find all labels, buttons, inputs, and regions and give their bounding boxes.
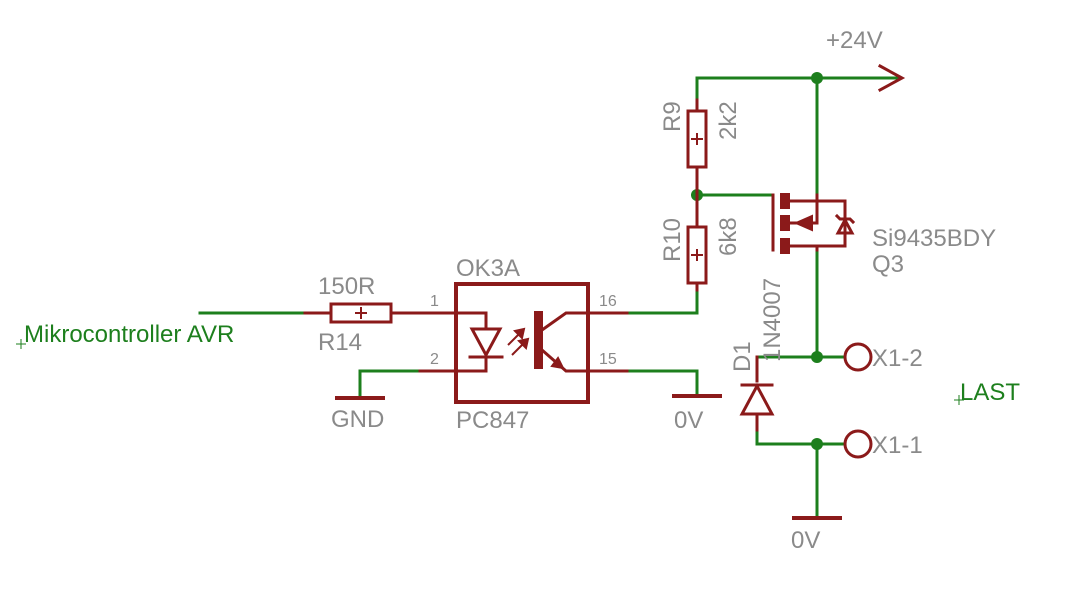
ok3a-name: OK3A	[456, 255, 520, 282]
d1-value: 1N4007	[759, 278, 786, 362]
r9-value: 2k2	[715, 101, 742, 140]
ok3a-pin-15: 15	[599, 351, 617, 368]
junctions	[691, 72, 823, 450]
wire-pin16-r10	[625, 288, 699, 315]
resistor-r10	[686, 193, 708, 292]
junction-rail	[811, 72, 823, 84]
r10-value: 6k8	[715, 217, 742, 256]
resistor-r9	[686, 98, 708, 197]
r9-name: R9	[659, 101, 686, 132]
wire-24v-rail	[695, 76, 902, 102]
q3-name: Q3	[872, 251, 904, 278]
q3-value: Si9435BDY	[872, 225, 996, 252]
origin-cross-load	[954, 395, 964, 405]
r10-name: R10	[659, 218, 686, 262]
ground-gnd-label: GND	[331, 406, 384, 433]
supply-24v-label: +24V	[826, 27, 883, 54]
r14-value: 150R	[318, 273, 375, 300]
junction-x1-1	[811, 438, 823, 450]
wires	[198, 76, 902, 520]
ok3a-pin-1: 1	[430, 293, 439, 310]
mosfet-q3	[771, 193, 856, 254]
connector-x1-2	[843, 342, 873, 372]
wire-pin15-0v	[625, 369, 699, 398]
ground-0v-mid-label: 0V	[674, 407, 703, 434]
wire-gnd-pin2	[358, 369, 422, 400]
d1-name: D1	[729, 341, 756, 372]
ground-0v-right-label: 0V	[791, 527, 820, 554]
junction-x1-2	[811, 351, 823, 363]
r14-name: R14	[318, 329, 362, 356]
net-label-load: LAST	[960, 379, 1020, 406]
supply-24v-arrow	[877, 63, 906, 93]
x1-1-label: X1-1	[872, 432, 923, 459]
diode-d1	[739, 355, 775, 432]
optocoupler-ok3a	[418, 282, 629, 404]
ok3a-pin-16: 16	[599, 293, 617, 310]
resistor-r14	[303, 302, 458, 324]
net-label-input: Mikrocontroller AVR	[24, 321, 234, 348]
wire-x1-1	[755, 428, 847, 446]
origin-cross-input	[16, 339, 26, 349]
connector-x1-1	[843, 429, 873, 459]
ok3a-pin-2: 2	[430, 351, 439, 368]
x1-2-label: X1-2	[872, 345, 923, 372]
ok3a-value: PC847	[456, 407, 529, 434]
